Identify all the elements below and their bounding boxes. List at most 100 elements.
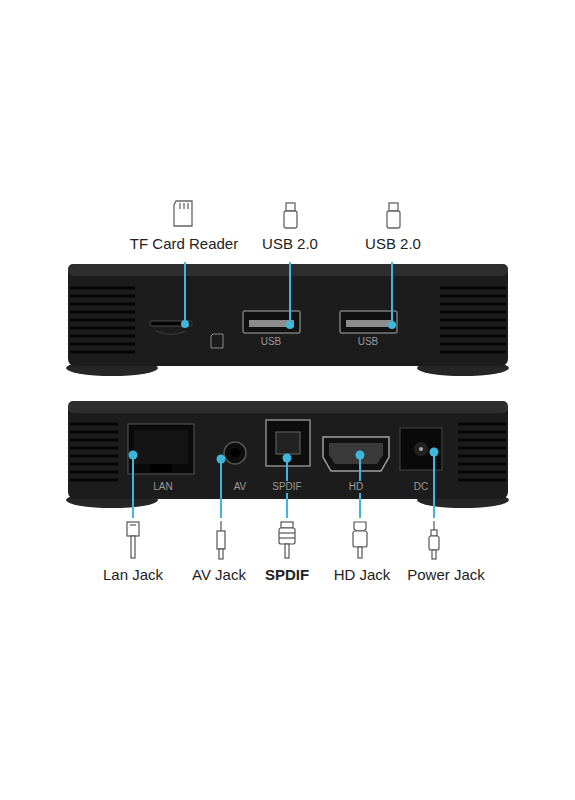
usb-stick-icon (284, 211, 297, 228)
tv-box-back (458, 447, 506, 450)
connector-caption: SPDIF (265, 566, 309, 583)
tv-box-back (70, 479, 118, 482)
connector-icon (131, 536, 135, 558)
tv-box-back (70, 463, 118, 466)
connector-icon (431, 530, 437, 536)
connector-icon (130, 524, 136, 525)
tv-box-back (70, 431, 118, 434)
tv-box-front (70, 288, 506, 352)
sd-card-icon (183, 203, 184, 209)
connector-icon (432, 550, 436, 559)
tv-box-front (70, 311, 135, 314)
connector-icon (127, 522, 139, 536)
device-print: USB (259, 336, 284, 348)
tv-box-back (230, 448, 240, 458)
connector-icon (285, 544, 289, 558)
tv-box-back (458, 463, 506, 466)
tv-box-front (68, 266, 508, 366)
leader-line (132, 455, 134, 518)
connector-icon (281, 522, 293, 528)
tv-box-front (211, 334, 223, 348)
tv-box-front (70, 327, 135, 330)
tv-box-back (68, 401, 508, 413)
connector-caption: AV Jack (192, 566, 246, 583)
tv-box-back (224, 442, 246, 464)
tv-box-back (70, 439, 118, 442)
leader-dot (283, 454, 292, 463)
tv-box-front (70, 287, 135, 290)
connector-caption: HD Jack (334, 566, 391, 583)
port-caption: USB 2.0 (262, 235, 318, 252)
tv-box-back (70, 423, 118, 426)
device-print: HD (347, 481, 365, 493)
leader-line (289, 262, 291, 325)
leader-dot (217, 455, 226, 464)
tv-box-back (128, 424, 194, 474)
tv-box-front (440, 335, 506, 338)
connector-icon (433, 521, 434, 530)
leader-line (133, 262, 434, 518)
tv-box-front (70, 351, 135, 354)
tv-box-back (323, 437, 389, 471)
tv-box-front (346, 320, 391, 327)
tv-box-front (340, 311, 397, 333)
device-print: LAN (151, 481, 174, 493)
tv-box-back (458, 431, 506, 434)
tv-box-back (400, 428, 442, 470)
tv-box-front (70, 303, 135, 306)
sd-card-icon (174, 201, 192, 226)
usb-stick-icon (284, 203, 400, 228)
leader-dot (129, 320, 439, 464)
device-print: DC (412, 481, 430, 493)
tv-box-front (66, 264, 509, 376)
leader-dot (129, 451, 138, 460)
usb-stick-icon (389, 203, 398, 211)
tv-box-front (70, 319, 135, 322)
tv-box-back (134, 430, 188, 464)
sd-card-icon (174, 201, 192, 226)
leader-line (433, 452, 435, 518)
tv-box-back (458, 423, 506, 426)
tv-box-front (70, 295, 135, 298)
connector-caption: Lan Jack (103, 566, 163, 583)
tv-box-back (150, 464, 172, 472)
connector-icon (353, 531, 367, 547)
tv-box-front (440, 319, 506, 322)
tv-box-front (440, 343, 506, 346)
leader-dot (356, 451, 365, 460)
connector-icon (127, 521, 439, 559)
leader-dot (181, 320, 189, 328)
tv-box-back (70, 447, 118, 450)
tv-box-front (70, 343, 135, 346)
connector-icon (358, 547, 362, 558)
port-caption: USB 2.0 (365, 235, 421, 252)
tv-box-back (419, 447, 423, 451)
tv-box-back (70, 455, 118, 458)
tv-box-front (70, 335, 135, 338)
tv-box-back (329, 443, 383, 464)
connector-icon (279, 532, 295, 533)
usb-stick-icon (387, 211, 400, 228)
tv-box-front (440, 303, 506, 306)
tv-box-back (414, 442, 428, 456)
leader-line (220, 459, 222, 518)
tv-box-front (440, 287, 506, 290)
sd-card-icon (187, 203, 188, 209)
connector-icon (279, 528, 295, 544)
tv-box-back (458, 439, 506, 442)
tv-box-front (440, 311, 506, 314)
connector-caption: Power Jack (407, 566, 485, 583)
port-caption: TF Card Reader (130, 235, 238, 252)
connector-icon (279, 537, 295, 538)
leader-dot (286, 321, 294, 329)
tv-box-back (458, 455, 506, 458)
connector-icon (220, 521, 221, 531)
tv-box-front (243, 311, 300, 333)
connector-icon (217, 531, 225, 549)
device-print: AV (232, 481, 249, 493)
tv-box-front (440, 295, 506, 298)
connector-icon (354, 522, 366, 531)
tv-box-back (458, 471, 506, 474)
